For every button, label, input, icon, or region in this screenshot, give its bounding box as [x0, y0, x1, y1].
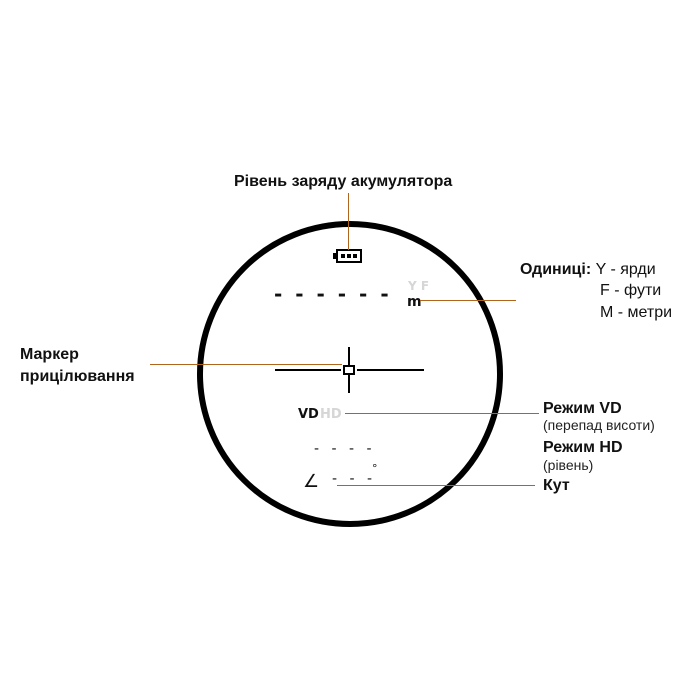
- hd-readout: - - - -: [314, 441, 376, 457]
- angle-leader: [337, 485, 535, 486]
- mode-active-vd: VD: [298, 407, 319, 422]
- unit-f-label: F - фути: [600, 282, 662, 299]
- units-leader: [420, 300, 516, 301]
- angle-label: Кут: [543, 477, 570, 494]
- vd-mode-title: Режим VD: [543, 400, 622, 417]
- mode-inactive-hd: HD: [320, 407, 342, 422]
- units-title: Одиниці:: [520, 261, 592, 278]
- aiming-reticle: [275, 347, 424, 393]
- marker-label-line1: Маркер: [20, 346, 79, 363]
- unit-m-label: M - метри: [600, 304, 673, 321]
- distance-readout: - - - - - -: [274, 282, 392, 306]
- angle-readout: - - -: [332, 471, 377, 487]
- unit-y-label: Y - ярди: [595, 261, 656, 278]
- battery-leader-vertical: [348, 193, 349, 250]
- vd-leader: [345, 413, 539, 414]
- marker-label-line2: прицілювання: [20, 368, 135, 385]
- vd-mode-sub: (перепад висоти): [543, 417, 655, 433]
- angle-symbol-icon: ∠: [303, 471, 320, 492]
- unit-inactive-yf: Y F: [408, 279, 430, 293]
- hd-mode-title: Режим HD: [543, 439, 623, 456]
- marker-leader: [150, 364, 342, 365]
- units-label: Одиниці: Y - ярди: [520, 262, 656, 278]
- battery-label: Рівень заряду акумулятора: [234, 173, 453, 190]
- viewfinder-circle: [197, 221, 503, 527]
- hd-mode-sub: (рівень): [543, 457, 594, 473]
- battery-icon: [333, 249, 362, 263]
- unit-active: m: [407, 294, 422, 310]
- degree-icon: °: [372, 462, 378, 475]
